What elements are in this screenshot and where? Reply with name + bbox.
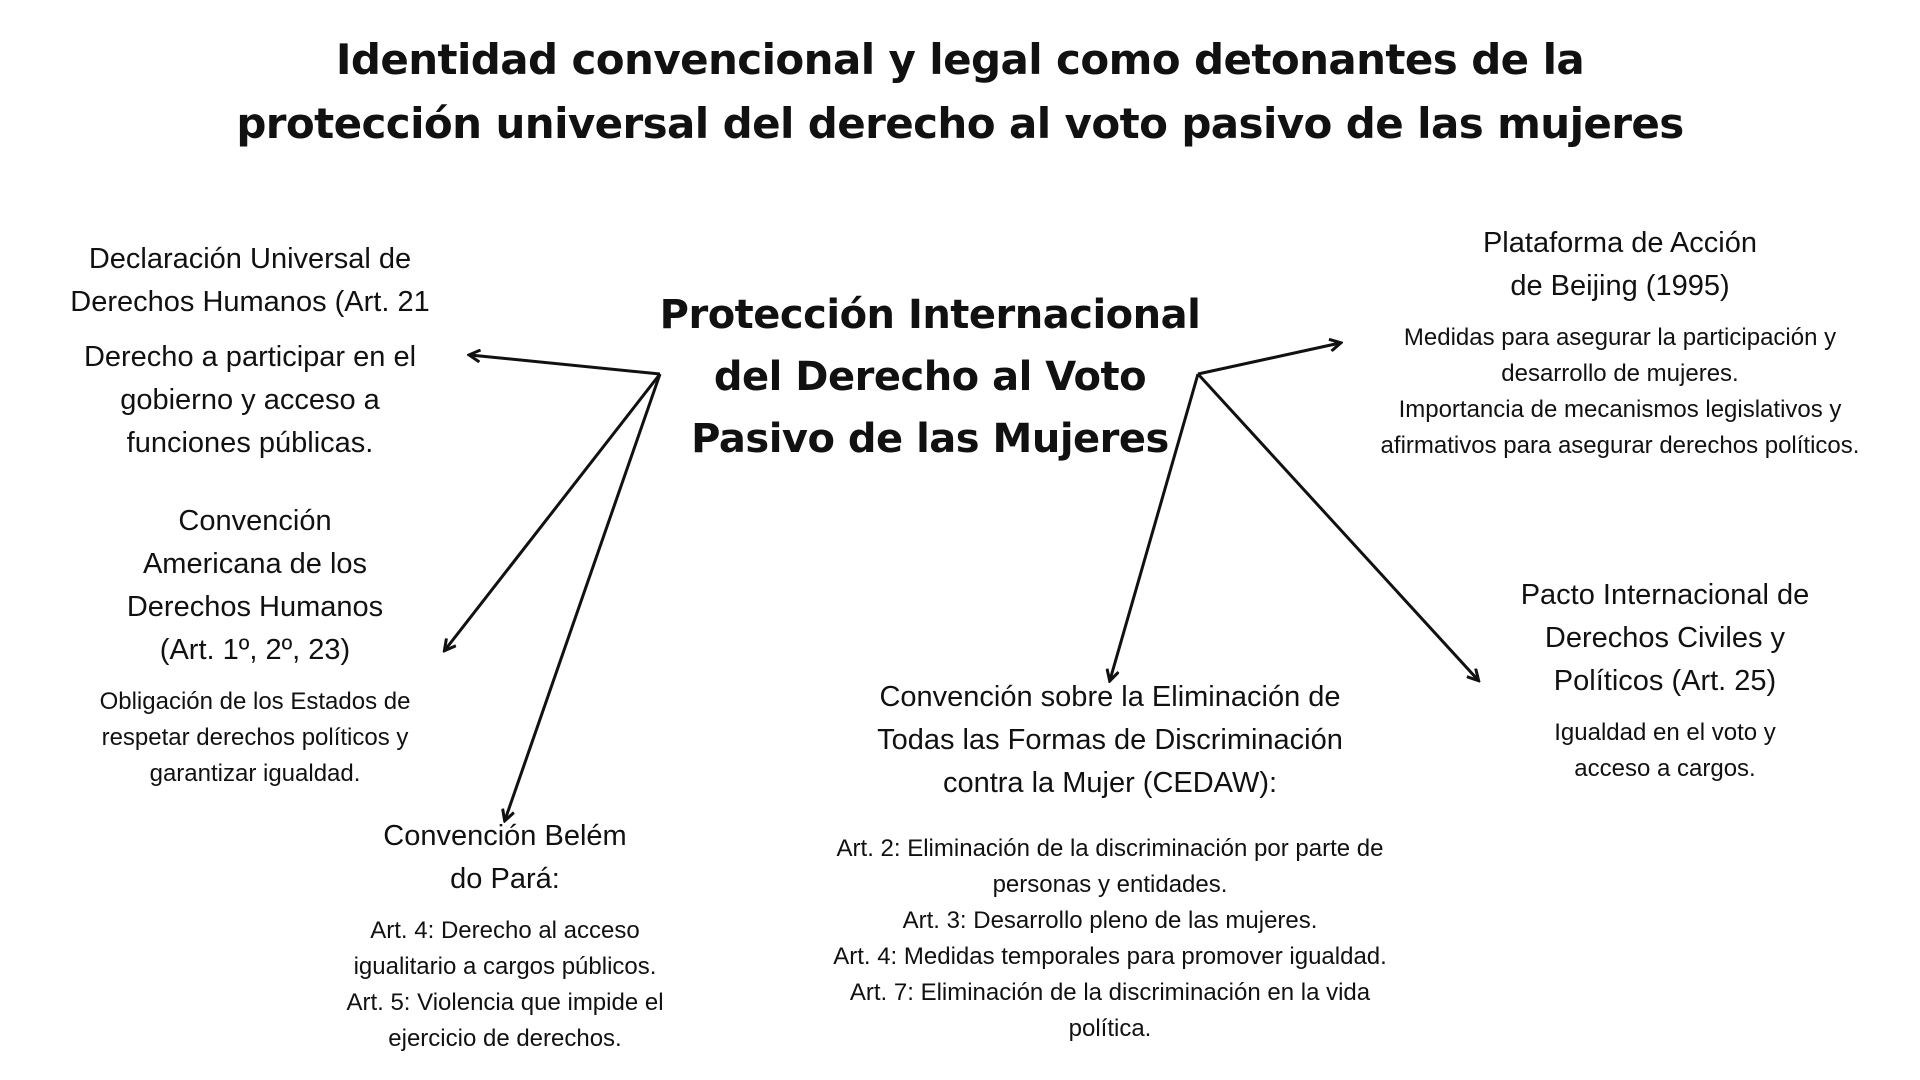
pidcp-heading-2: Derechos Civiles y — [1544, 622, 1786, 654]
cedaw-body-4: Art. 4: Medidas temporales para promover… — [833, 943, 1387, 970]
dudh-body-1: Derecho a participar en el — [83, 341, 417, 373]
node-beijing: Plataforma de Acción de Beijing (1995) M… — [1340, 222, 1900, 464]
cedaw-body-1: Art. 2: Eliminación de la discriminación… — [836, 835, 1384, 862]
arrow-to-pidcp — [1196, 372, 1478, 680]
belem-body-3: Art. 5: Violencia que impide el — [346, 989, 664, 1016]
pidcp-body-1: Igualdad en el voto y — [1554, 719, 1776, 746]
node-dudh: Declaración Universal de Derechos Humano… — [40, 238, 460, 465]
arrow-to-cadh — [445, 373, 662, 650]
cadh-heading-1: Convención — [178, 505, 332, 537]
arrow-to-beijing — [1197, 343, 1340, 376]
node-cadh: Convención Americana de los Derechos Hum… — [60, 500, 450, 792]
belem-heading-1: Convención Belém — [383, 820, 627, 852]
pidcp-heading-3: Políticos (Art. 25) — [1553, 665, 1777, 697]
center-line-3: Pasivo de las Mujeres — [691, 416, 1169, 462]
central-concept: Protección Internacional del Derecho al … — [650, 284, 1210, 470]
beijing-heading-1: Plataforma de Acción — [1482, 227, 1758, 259]
arrow-to-dudh — [470, 355, 661, 376]
node-pidcp: Pacto Internacional de Derechos Civiles … — [1480, 574, 1850, 787]
dudh-body-2: gobierno y acceso a — [120, 384, 380, 416]
dudh-heading-2: Derechos Humanos (Art. 21 — [70, 286, 430, 318]
cadh-heading-4: (Art. 1º, 2º, 23) — [159, 634, 351, 666]
belem-body-2: igualitario a cargos públicos. — [353, 953, 657, 980]
center-line-1: Protección Internacional — [659, 292, 1201, 338]
cedaw-body-6: política. — [1068, 1015, 1152, 1042]
cadh-heading-2: Americana de los — [142, 548, 368, 580]
beijing-heading-2: de Beijing (1995) — [1510, 270, 1730, 302]
node-cedaw: Convención sobre la Eliminación de Todas… — [780, 676, 1440, 1047]
dudh-heading-1: Declaración Universal de — [88, 243, 412, 275]
title-line-1: Identidad convencional y legal como deto… — [335, 35, 1585, 84]
title-line-2: protección universal del derecho al voto… — [236, 99, 1684, 148]
arrow-to-belem — [505, 373, 662, 820]
node-belem-do-para: Convención Belém do Pará: Art. 4: Derech… — [320, 815, 690, 1057]
cedaw-body-5: Art. 7: Eliminación de la discriminación… — [849, 979, 1371, 1006]
cedaw-heading-1: Convención sobre la Eliminación de — [879, 681, 1341, 713]
cadh-body-3: garantizar igualdad. — [149, 760, 361, 787]
cadh-body-1: Obligación de los Estados de — [99, 688, 411, 715]
pidcp-body-2: acceso a cargos. — [1574, 755, 1756, 782]
cadh-heading-3: Derechos Humanos — [126, 591, 384, 623]
cedaw-heading-3: contra la Mujer (CEDAW): — [942, 767, 1278, 799]
pidcp-heading-1: Pacto Internacional de — [1520, 579, 1810, 611]
cedaw-body-2: personas y entidades. — [992, 871, 1228, 898]
diagram-title: Identidad convencional y legal como deto… — [0, 28, 1920, 156]
beijing-body-2: desarrollo de mujeres. — [1501, 360, 1739, 387]
belem-body-1: Art. 4: Derecho al acceso — [370, 917, 640, 944]
cadh-body-2: respetar derechos políticos y — [101, 724, 409, 751]
center-line-2: del Derecho al Voto — [713, 354, 1147, 400]
dudh-body-3: funciones públicas. — [126, 427, 374, 459]
belem-body-4: ejercicio de derechos. — [388, 1025, 622, 1052]
cedaw-body-3: Art. 3: Desarrollo pleno de las mujeres. — [902, 907, 1318, 934]
belem-heading-2: do Pará: — [450, 863, 560, 895]
beijing-body-3: Importancia de mecanismos legislativos y — [1398, 396, 1842, 423]
cedaw-heading-2: Todas las Formas de Discriminación — [877, 724, 1343, 756]
beijing-body-1: Medidas para asegurar la participación y — [1403, 324, 1837, 351]
arrow-to-cedaw — [1110, 373, 1200, 680]
beijing-body-4: afirmativos para asegurar derechos polít… — [1380, 432, 1860, 459]
